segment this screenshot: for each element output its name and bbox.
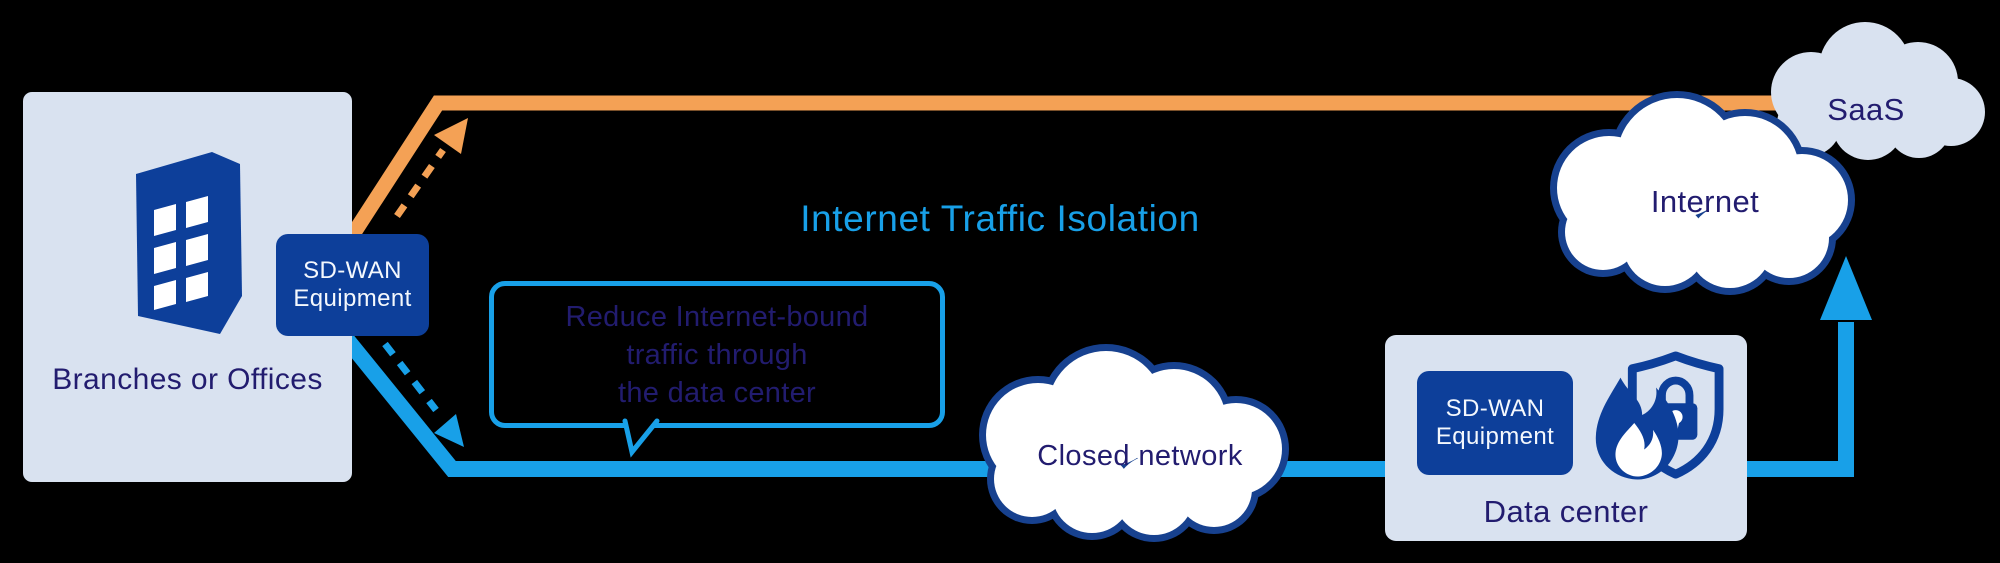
closed-network-label: Closed network [1037, 440, 1243, 472]
sdwan-equipment-box-datacenter: SD-WAN Equipment [1417, 371, 1573, 475]
internet-path-line [341, 95, 1900, 247]
branches-label: Branches or Offices [52, 363, 323, 396]
internet-label: Internet [1650, 184, 1760, 219]
sdwan-label-line1: SD-WAN [1445, 395, 1545, 422]
up-arrowhead-icon [1820, 256, 1872, 320]
sdwan-label-line2: Equipment [293, 285, 412, 312]
firewall-security-icon [1595, 351, 1724, 480]
blue-arrowhead-icon [434, 414, 464, 447]
flame-icon [1595, 377, 1679, 480]
data-center-label: Data center [1483, 494, 1649, 529]
orange-arrowhead-icon [434, 118, 468, 154]
callout-line1: Reduce Internet-bound [565, 300, 869, 333]
closed-network-cloud [979, 344, 1289, 542]
callout-line2: traffic through [626, 338, 808, 371]
sdwan-equipment-box-branch: SD-WAN Equipment [276, 234, 429, 336]
sdwan-label-line1: SD-WAN [303, 257, 402, 284]
building-icon [136, 152, 242, 334]
internet-cloud [1550, 91, 1855, 295]
page-title: Internet Traffic Isolation [800, 198, 1200, 239]
callout-line3: the data center [618, 376, 816, 409]
saas-label: SaaS [1827, 92, 1905, 127]
sdwan-label-line2: Equipment [1435, 423, 1555, 450]
callout-bubble: Reduce Internet-bound traffic through th… [489, 281, 945, 428]
